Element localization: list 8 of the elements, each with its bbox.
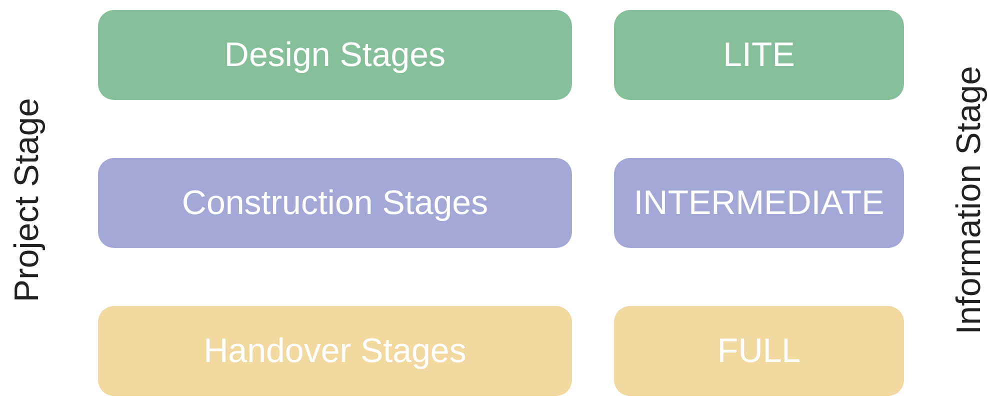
stage-box: Design Stages [98,10,572,100]
stage-box: Handover Stages [98,306,572,396]
axis-label: Information Stage [950,66,989,334]
axis-label: Project Stage [8,98,47,302]
stage-box: FULL [614,306,904,396]
stage-box: Construction Stages [98,158,572,248]
stage-box: INTERMEDIATE [614,158,904,248]
stage-box: LITE [614,10,904,100]
